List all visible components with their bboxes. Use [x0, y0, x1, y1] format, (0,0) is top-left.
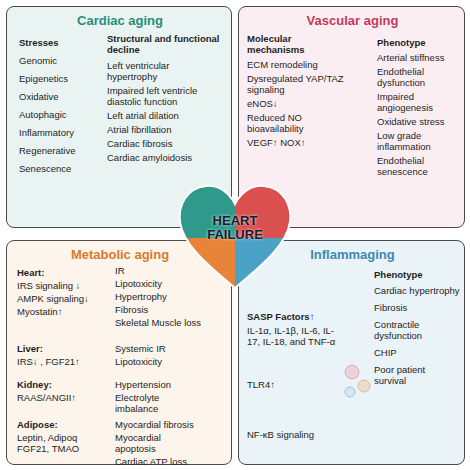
list-item: IRS↓ , FGF21↑ — [17, 356, 111, 367]
section-heading: Phenotype — [377, 37, 463, 48]
list-item: Lipotoxicity — [115, 356, 203, 367]
section-heading: Phenotype — [374, 269, 460, 280]
list-item: Left ventricular hypertrophy — [107, 60, 217, 82]
list-item: Skeletal Muscle loss — [115, 317, 203, 328]
list-item: Hypertension — [115, 379, 203, 390]
heart-label: HEART FAILURE — [190, 214, 280, 242]
list-item: IL-1α, IL-1β, IL-6, IL-17, IL-18, and TN… — [247, 325, 342, 347]
list-item: Leptin, Adipoq FGF21, TMAO — [17, 432, 95, 454]
list-item: Oxidative stress — [377, 116, 463, 127]
list-item: Genomic — [19, 55, 99, 66]
list-item: Systemic IR — [115, 343, 203, 354]
list-item: Hypertrophy — [115, 291, 203, 302]
section-heading: Molecular mechanisms — [247, 33, 337, 55]
section-heading: Structural and functional decline — [107, 33, 222, 55]
list-item: Reduced NO bioavailability — [247, 112, 347, 134]
list-item: VEGF↑ NOX↑ — [247, 137, 347, 148]
section-heading: Kidney: — [17, 379, 109, 390]
section-heading: SASP Factors↑ — [247, 311, 347, 322]
list-item: Dysregulated YAP/TAZ signaling — [247, 73, 347, 95]
list-item: NF-κB signaling — [247, 429, 347, 440]
list-item: Fibrosis — [374, 302, 460, 313]
list-item: IR — [115, 265, 203, 276]
list-item: Regenerative — [19, 145, 99, 156]
list-item: Low grade inflammation — [377, 130, 463, 152]
list-item: Myocardial apoptosis — [115, 432, 203, 454]
section-heading: Liver: — [17, 343, 109, 354]
quadrant-title: Vascular aging — [239, 13, 466, 28]
list-item: TLR4↑ — [247, 379, 307, 390]
list-item: eNOS↓ — [247, 98, 347, 109]
list-item: Inflammatory — [19, 127, 99, 138]
list-item: Arterial stiffness — [377, 52, 463, 63]
list-item: IRS signaling ↓ — [17, 280, 111, 291]
list-item: Impaired angiogenesis — [377, 91, 463, 113]
list-item: Cardiac ATP loss — [115, 456, 203, 467]
list-item: Electrolyte imbalance — [115, 392, 203, 414]
list-item: Autophagic — [19, 109, 99, 120]
list-item: Cardiac hypertrophy — [374, 285, 460, 296]
quadrant-title: Cardiac aging — [7, 13, 233, 28]
list-item: Myostatin↑ — [17, 306, 111, 317]
list-item: CHIP — [374, 347, 460, 358]
list-item: Epigenetics — [19, 73, 99, 84]
list-item: ECM remodeling — [247, 59, 347, 70]
section-heading: Adipose: — [17, 419, 109, 430]
list-item: Cardiac amyloidosis — [107, 152, 217, 163]
list-item: Left atrial dilation — [107, 110, 217, 121]
heart-shape: HEART FAILURE — [176, 182, 294, 292]
list-item: Impaired left ventricle diastolic functi… — [107, 85, 217, 107]
list-item: Oxidative — [19, 91, 99, 102]
list-item: Myocardial fibrosis — [115, 419, 203, 430]
list-item: Contractile dysfunction — [374, 319, 460, 341]
list-item: RAAS/ANGII↑ — [17, 392, 111, 403]
list-item: Endothelial dysfunction — [377, 66, 463, 88]
list-item: Cardiac fibrosis — [107, 138, 217, 149]
quadrant-panel: InflammagingSASP Factors↑IL-1α, IL-1β, I… — [238, 240, 465, 465]
section-heading: Stresses — [19, 37, 99, 48]
section-heading: Heart: — [17, 267, 109, 278]
list-item: Senescence — [19, 163, 99, 174]
list-item: Lipotoxicity — [115, 278, 203, 289]
list-item: Fibrosis — [115, 304, 203, 315]
list-item: Endothelial senescence — [377, 155, 463, 177]
list-item: Poor patient survival — [374, 364, 460, 386]
quadrant-panel: Metabolic agingHeart:IRS signaling ↓AMPK… — [6, 240, 232, 465]
list-item: Atrial fibrillation — [107, 124, 217, 135]
list-item: AMPK signaling↓ — [17, 293, 111, 304]
